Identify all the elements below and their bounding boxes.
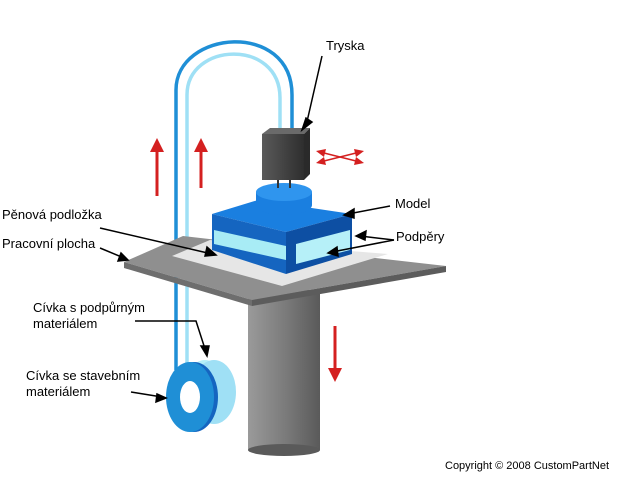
label-civka-podpurny-line2: materiálem — [33, 316, 98, 331]
label-civka-stavebni-line2: materiálem — [26, 384, 91, 399]
label-penova-podlozka: Pěnová podložka — [2, 207, 102, 222]
leader-lines — [99, 55, 395, 404]
copyright-notice: Copyright © 2008 CustomPartNet — [445, 460, 610, 472]
build-spool — [166, 362, 218, 432]
filament-lines — [174, 40, 294, 380]
xy-motion-arrows-icon — [316, 149, 364, 165]
label-civka-podpurny-line1: Cívka s podpůrným — [33, 300, 145, 315]
up-arrow-icon — [194, 138, 208, 188]
label-pracovni-plocha: Pracovní plocha — [2, 236, 96, 251]
label-model: Model — [395, 196, 431, 211]
build-column — [248, 290, 320, 456]
up-arrow-icon — [150, 138, 164, 196]
label-podpery: Podpěry — [396, 229, 445, 244]
model-part — [212, 183, 352, 274]
label-tryska: Tryska — [326, 38, 365, 53]
down-arrow-icon — [328, 326, 342, 382]
nozzle-head — [262, 128, 310, 188]
label-civka-stavebni-line1: Cívka se stavebním — [26, 368, 141, 383]
